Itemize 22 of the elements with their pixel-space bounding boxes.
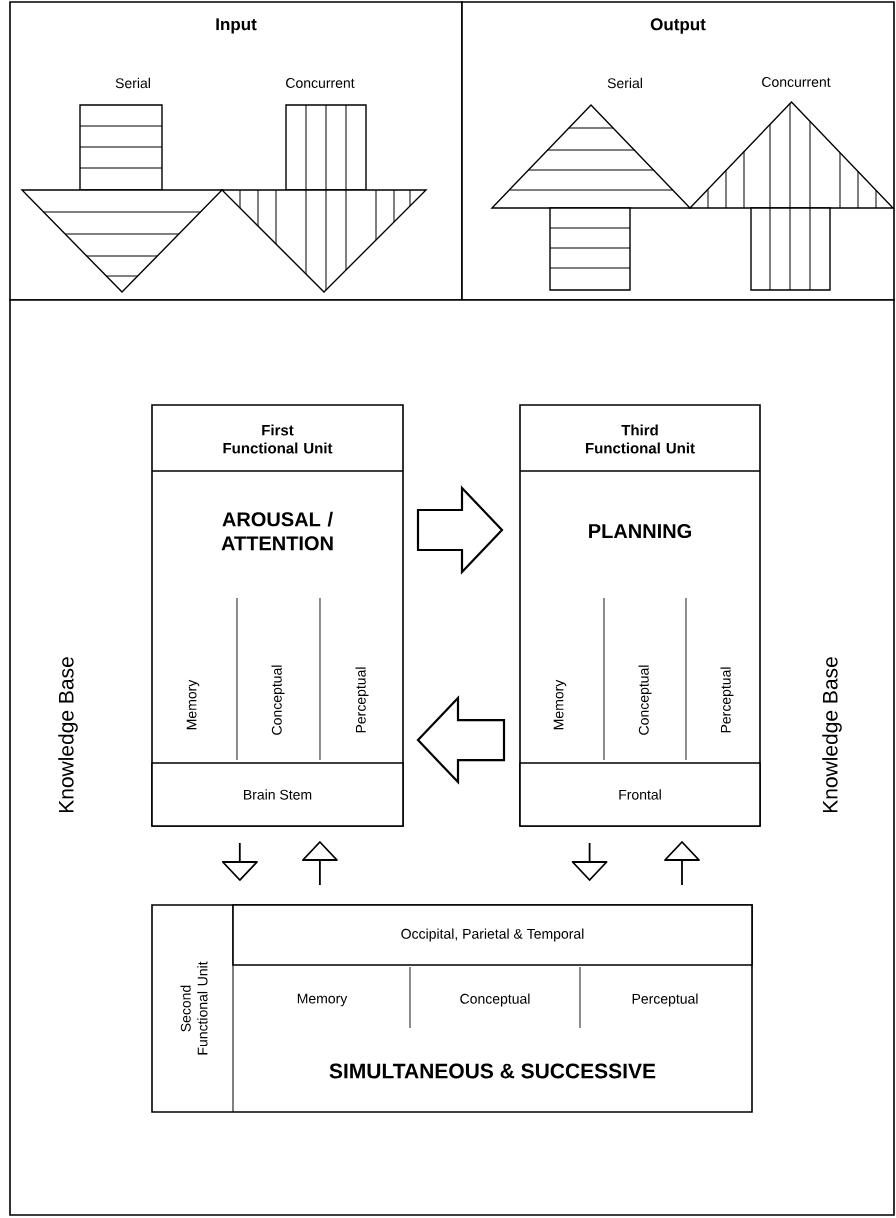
column-label: Conceptual — [271, 665, 285, 735]
column-label: Memory — [186, 679, 200, 730]
column-label: Perceptual — [355, 667, 369, 733]
column-label: Memory — [553, 679, 567, 730]
region-band: Occipital, Parietal & Temporal — [232, 904, 753, 966]
column-label: Perceptual — [632, 993, 698, 1007]
region-band: Frontal — [519, 762, 761, 827]
region-band: Brain Stem — [151, 762, 404, 827]
arrow-label: Concurrent — [762, 77, 831, 87]
arrow-label: Concurrent — [286, 78, 355, 88]
block-arrow — [416, 485, 504, 575]
column-label: Conceptual — [638, 665, 652, 735]
block-arrow — [416, 695, 506, 785]
arrow — [571, 842, 608, 881]
column-label: Memory — [297, 993, 348, 1007]
arrow — [221, 842, 258, 881]
arrow — [664, 841, 700, 886]
arrow-label: Serial — [607, 77, 642, 89]
arrow — [302, 841, 338, 886]
arrow-label: Serial — [115, 77, 150, 89]
column-label: Conceptual — [460, 993, 530, 1007]
column-label: Perceptual — [720, 667, 734, 733]
